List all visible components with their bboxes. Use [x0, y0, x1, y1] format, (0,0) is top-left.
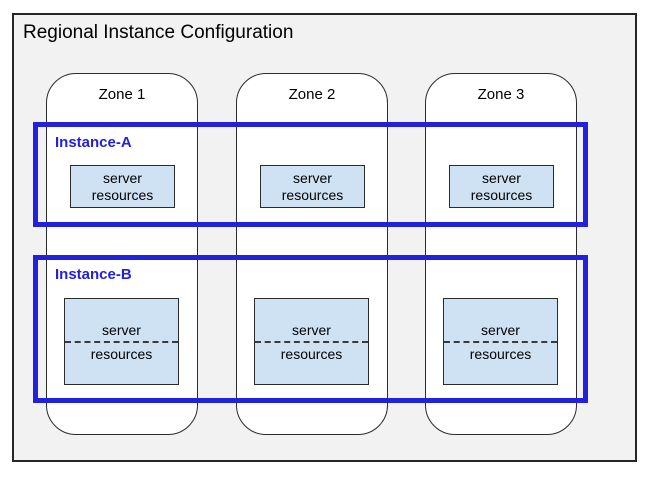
instance-a-zone1-resources-box: server resources	[70, 165, 175, 208]
region-box: Regional Instance Configuration Zone 1 Z…	[12, 13, 637, 462]
resource-label-line1: server	[102, 321, 141, 338]
zone-3-label: Zone 3	[477, 86, 525, 103]
resource-label-line1: server	[293, 169, 332, 186]
resource-label-line1: server	[482, 169, 521, 186]
instance-b-label: Instance-B	[55, 266, 132, 283]
zone-2-label: Zone 2	[288, 86, 336, 103]
instance-a-zone2-resources-box: server resources	[260, 165, 365, 208]
instance-b-outline	[33, 255, 588, 403]
resource-label-line2: resources	[281, 186, 344, 203]
resource-label-line2: resources	[90, 345, 153, 362]
instance-b-zone1-resources-box: server resources	[64, 298, 179, 385]
resource-label-line1: server	[481, 321, 520, 338]
zone-1-label: Zone 1	[98, 86, 146, 103]
instance-a-outline	[33, 122, 588, 227]
resource-label-line1: server	[103, 169, 142, 186]
split-dashed-line	[65, 340, 178, 343]
resource-label-line2: resources	[91, 186, 154, 203]
instance-b-zone2-resources-box: server resources	[254, 298, 369, 385]
instance-a-zone3-resources-box: server resources	[449, 165, 554, 208]
diagram-title: Regional Instance Configuration	[23, 22, 294, 43]
resource-label-line1: server	[292, 321, 331, 338]
resource-label-line2: resources	[469, 345, 532, 362]
resource-label-line2: resources	[470, 186, 533, 203]
resource-label-line2: resources	[280, 345, 343, 362]
instance-b-zone3-resources-box: server resources	[443, 298, 558, 385]
split-dashed-line	[255, 340, 368, 343]
split-dashed-line	[444, 340, 557, 343]
instance-a-label: Instance-A	[55, 134, 132, 151]
